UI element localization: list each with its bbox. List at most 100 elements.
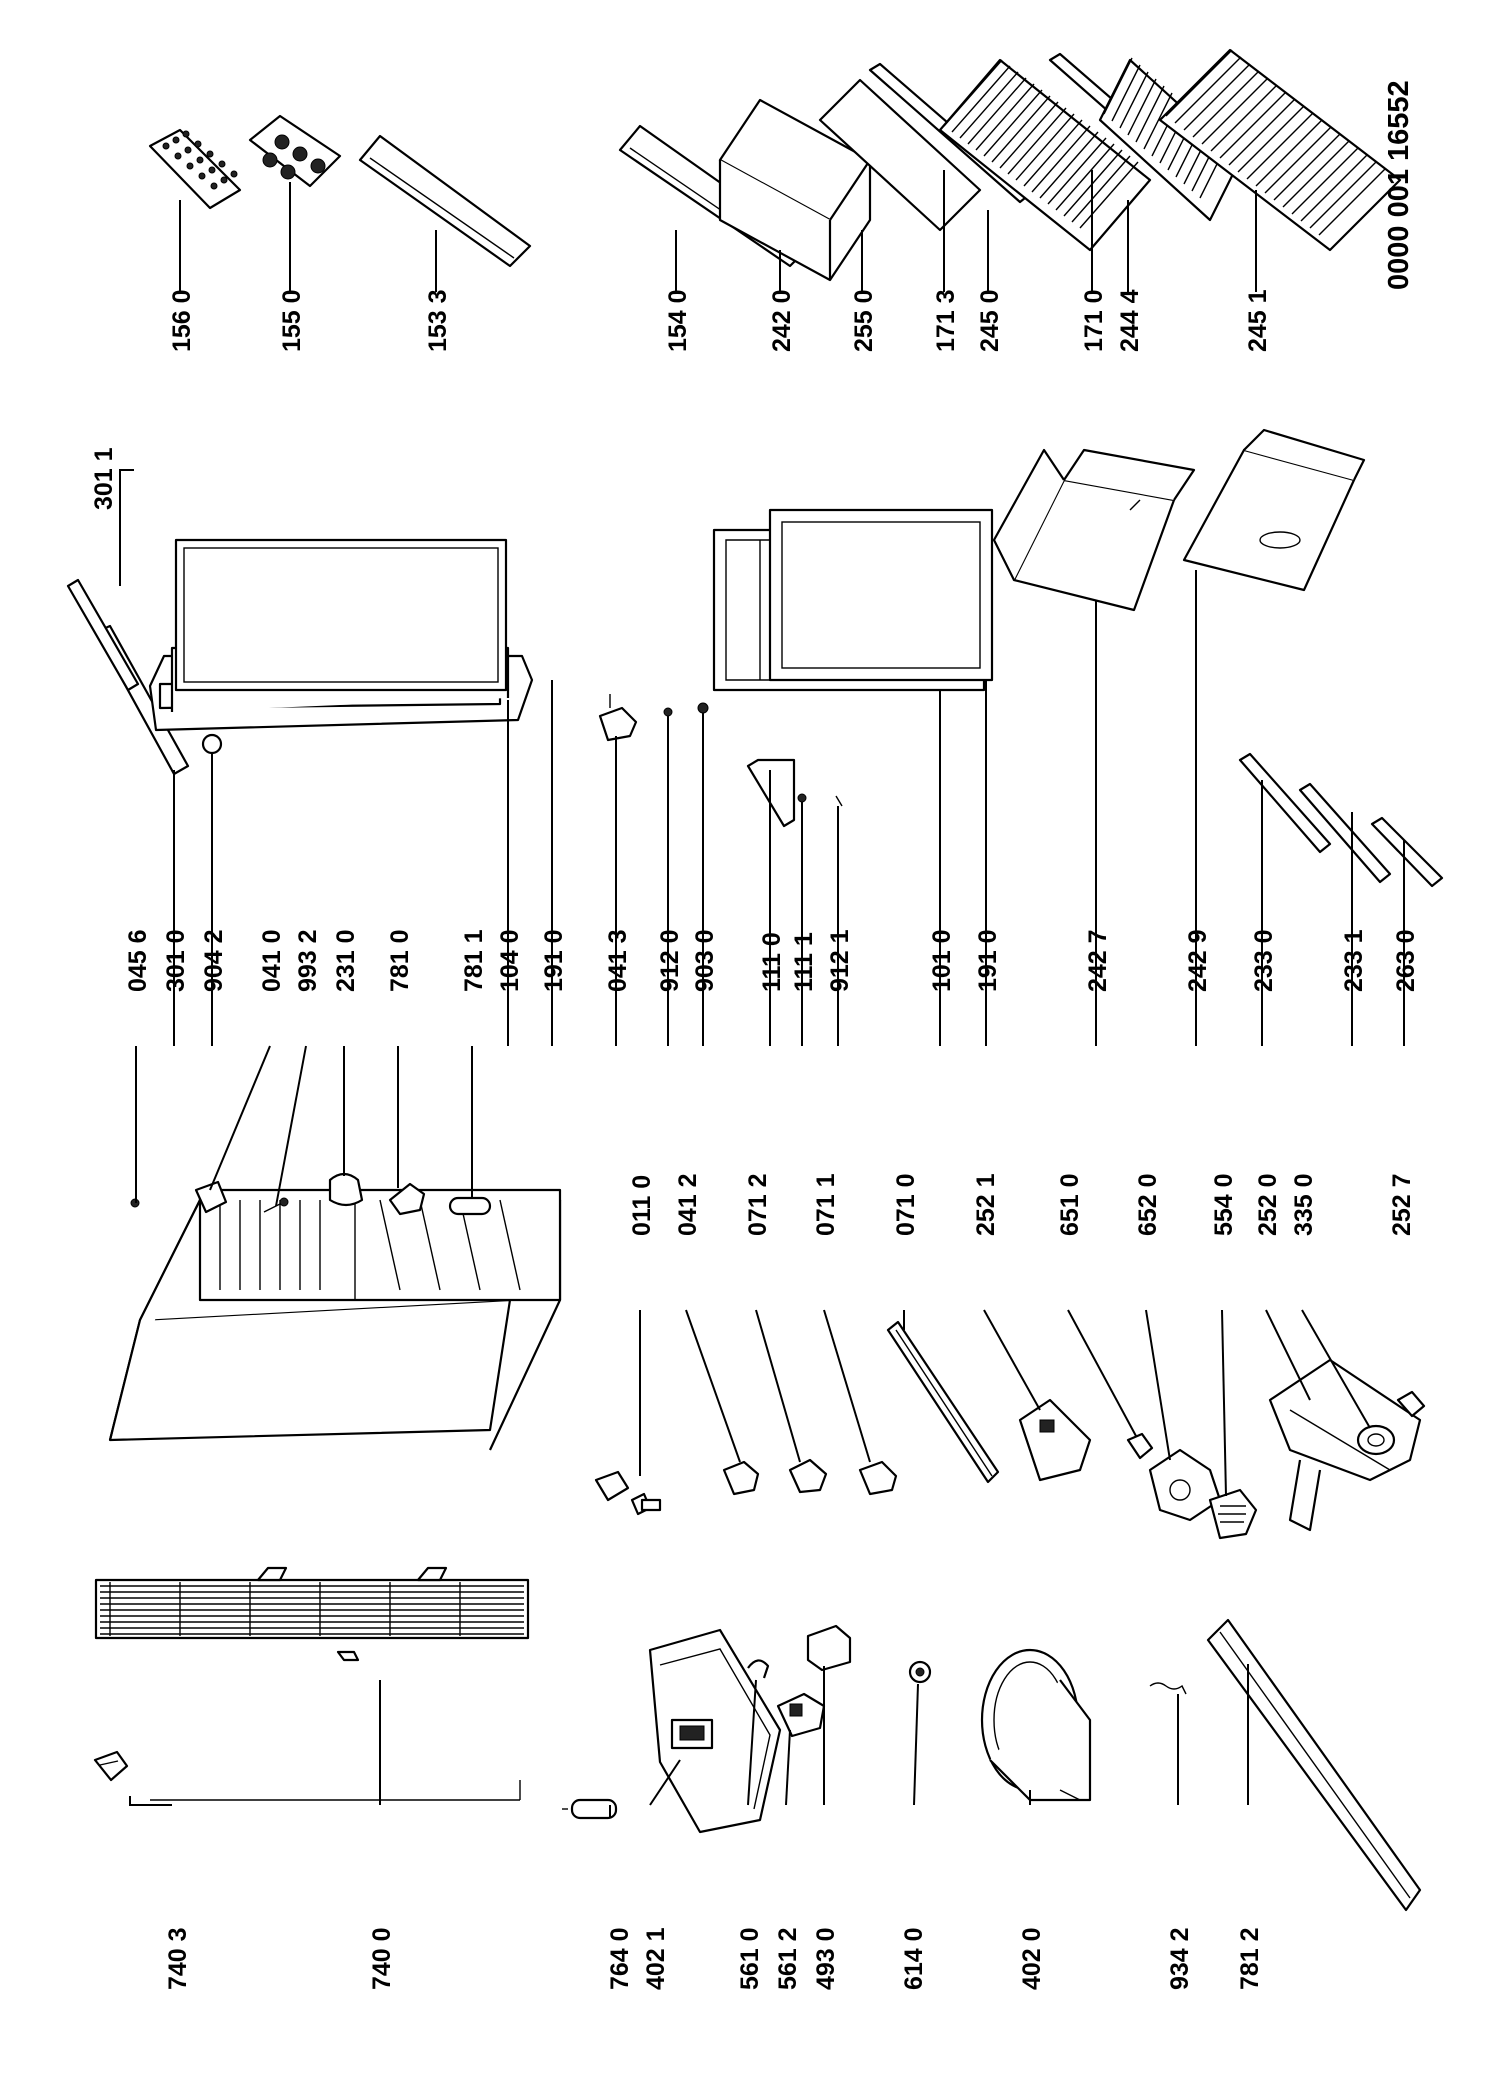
label-244-4: 244 4 (1116, 289, 1144, 352)
label-045-6: 045 6 (124, 929, 152, 992)
egg-cup (206, 150, 214, 158)
label-252-7: 252 7 (1388, 1173, 1416, 1236)
part-912-1 (835, 795, 843, 807)
leader-041-0 (209, 1045, 271, 1191)
drawing-line (983, 89, 1043, 157)
drawing-line (379, 1199, 401, 1291)
egg-cup (196, 156, 204, 164)
label-071-1: 071 1 (812, 1173, 840, 1236)
drawing-line (1111, 64, 1141, 122)
label-242-9: 242 9 (1184, 929, 1212, 992)
label-155-0: 155 0 (278, 289, 306, 352)
part-labels: 740 3 740 0 764 0 402 1 561 0 561 2 493 … (90, 80, 1420, 1990)
label-903-0: 903 0 (691, 929, 719, 992)
drawing-line (1039, 131, 1099, 199)
label-263-0: 263 0 (1392, 929, 1420, 992)
leader-554-0 (1221, 1309, 1227, 1497)
part-242-7-drawer (992, 448, 1196, 612)
part-740-0-condenser (94, 1566, 530, 1801)
part-561-2 (776, 1692, 826, 1738)
label-242-0: 242 0 (768, 289, 796, 352)
label-104-0: 104 0 (496, 929, 524, 992)
leader-561-0 (747, 1679, 757, 1806)
egg-cup (184, 146, 192, 154)
part-781-1 (448, 1196, 492, 1216)
label-154-0: 154 0 (664, 289, 692, 352)
part-245-0-shelf (938, 58, 1152, 252)
drawing-line (1255, 119, 1323, 187)
label-245-1: 245 1 (1244, 289, 1272, 352)
part-764-0 (562, 1798, 618, 1820)
drawing-line (1210, 84, 1278, 152)
part-255-0-plate (818, 78, 982, 232)
label-301-0: 301 0 (162, 929, 190, 992)
part-554-0 (1208, 1488, 1258, 1540)
drawing-line (1023, 119, 1083, 187)
drawing-line (1055, 143, 1115, 211)
drawing-line (1264, 126, 1332, 194)
label-652-0: 652 0 (1134, 1173, 1162, 1236)
label-402-1: 402 1 (642, 1927, 670, 1990)
label-111-1: 111 1 (790, 932, 818, 992)
drawing-line (975, 83, 1035, 151)
drawing-line (1291, 147, 1359, 215)
label-255-0: 255 0 (850, 289, 878, 352)
leader-071-2 (755, 1309, 801, 1463)
label-651-0: 651 0 (1056, 1173, 1084, 1236)
part-231-0 (328, 1172, 364, 1207)
drawing-line (1228, 98, 1296, 166)
part-335-0 (1356, 1424, 1396, 1456)
label-993-2: 993 2 (294, 929, 322, 992)
drawing-line (499, 1199, 521, 1291)
label-041-0: 041 0 (258, 929, 286, 992)
leader-335-0 (1301, 1309, 1371, 1429)
label-233-0: 233 0 (1250, 929, 1278, 992)
drawing-line (1219, 91, 1287, 159)
drawing-line (1309, 161, 1377, 229)
drawing-line (1273, 133, 1341, 201)
part-740-3 (93, 1750, 129, 1782)
egg-cup (220, 176, 228, 184)
drawing-line (1318, 168, 1386, 236)
part-263-0 (1370, 816, 1444, 888)
part-934-2 (1149, 1682, 1187, 1695)
label-171-3: 171 3 (932, 289, 960, 352)
label-764-0: 764 0 (606, 1927, 634, 1990)
drawing-line (959, 71, 1019, 139)
part-561-0 (747, 1659, 770, 1679)
drawing-line (1015, 113, 1075, 181)
drawing-line (1135, 85, 1165, 143)
label-153-3: 153 3 (424, 289, 452, 352)
part-233-0 (1238, 752, 1332, 854)
drawing-line (951, 65, 1011, 133)
part-903-0 (697, 702, 709, 714)
part-652-0 (1148, 1448, 1222, 1522)
label-111-0: 111 0 (758, 932, 786, 992)
label-191-0-upper: 191 0 (540, 929, 568, 992)
label-242-7: 242 7 (1084, 929, 1112, 992)
leader-614-0 (913, 1683, 919, 1806)
label-071-0: 071 0 (892, 1173, 920, 1236)
part-153-3-shelf (358, 134, 532, 268)
drawing-line (1183, 63, 1251, 131)
part-111-1 (797, 793, 807, 803)
part-011-0 (594, 1470, 662, 1516)
label-554-0: 554 0 (1210, 1173, 1238, 1236)
part-233-1 (1298, 782, 1392, 884)
label-904-2: 904 2 (200, 929, 228, 992)
label-335-0: 335 0 (1290, 1173, 1318, 1236)
part-781-0 (388, 1182, 426, 1216)
part-191-0-gasket-upper (174, 538, 508, 692)
label-781-0: 781 0 (386, 929, 414, 992)
egg-cup (218, 160, 226, 168)
drawing-line (991, 95, 1051, 163)
part-071-0-rail (886, 1320, 1000, 1484)
part-041-3 (598, 694, 638, 742)
part-244-4-grid (1098, 57, 1242, 222)
part-252-7 (1396, 1390, 1426, 1418)
document-id: 0000 001 16552 (1383, 80, 1415, 290)
part-402-0-compressor (980, 1648, 1092, 1802)
label-614-0: 614 0 (900, 1927, 928, 1990)
